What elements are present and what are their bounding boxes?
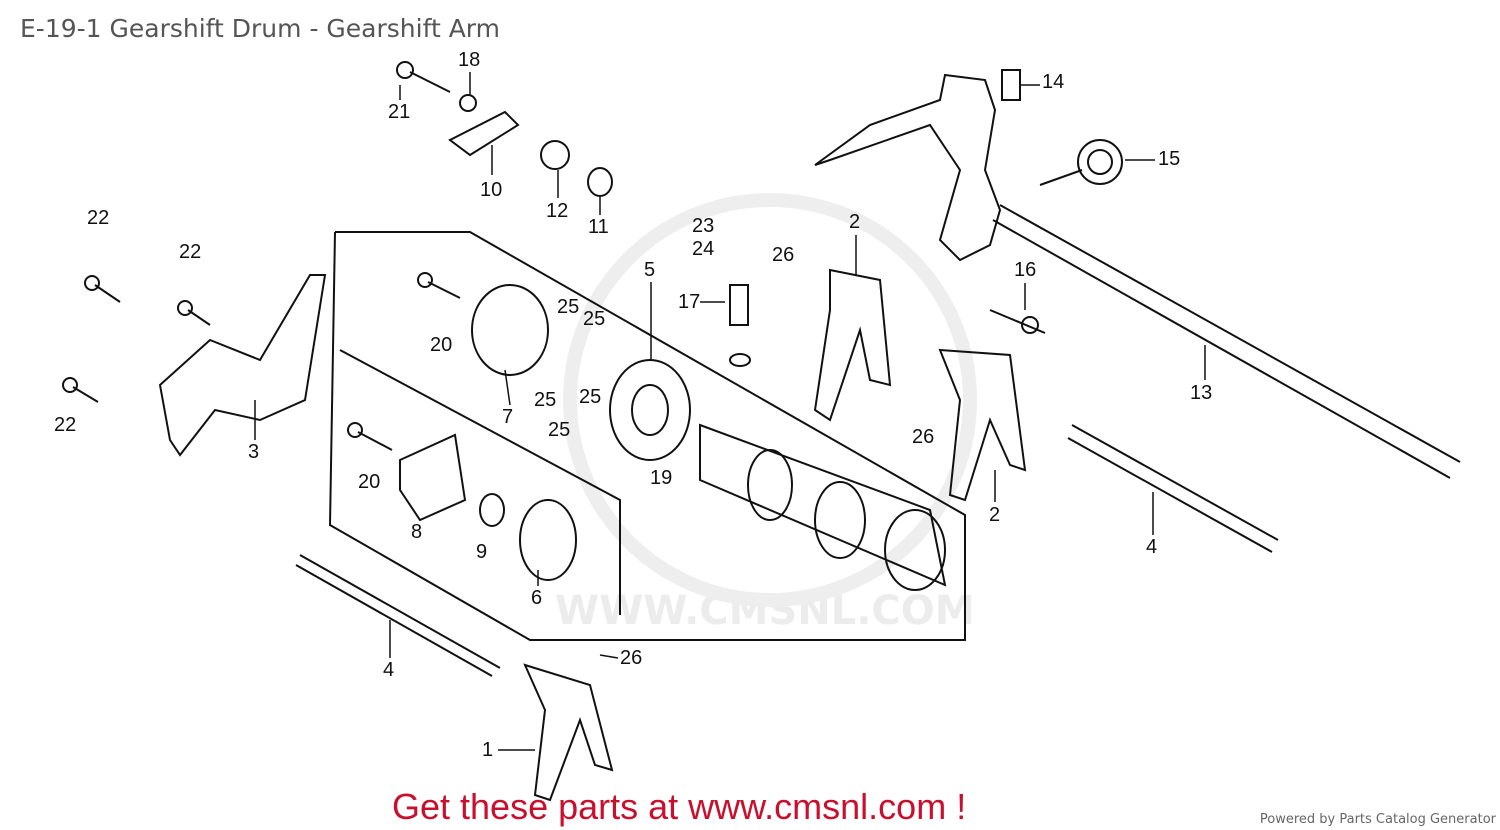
- callout-8: 8: [411, 521, 423, 543]
- callout-26: 26: [912, 426, 935, 448]
- cta-link[interactable]: Get these parts at www.cmsnl.com !: [392, 786, 967, 827]
- callout-25: 25: [534, 389, 557, 411]
- spring-15: [1039, 139, 1123, 186]
- assembly-frame: [328, 231, 966, 641]
- callout-21: 21: [388, 101, 411, 123]
- bolt-20-a: [417, 272, 461, 299]
- callout-18: 18: [458, 49, 481, 71]
- callout-5: 5: [644, 259, 656, 281]
- collar-11: [587, 167, 613, 197]
- bolt-22-a: [84, 275, 121, 303]
- callout-14: 14: [1042, 71, 1065, 93]
- drum-stopper-plate-3: [158, 274, 327, 457]
- washer-18: [459, 94, 477, 112]
- callout-16: 16: [1014, 259, 1037, 281]
- gearshift-arm: [814, 73, 1002, 262]
- callout-6: 6: [531, 587, 543, 609]
- callout-7: 7: [502, 406, 514, 428]
- callout-19: 19: [650, 467, 673, 489]
- shift-fork-2-lower: [938, 348, 1027, 502]
- callout-25: 25: [557, 296, 580, 318]
- shift-fork-1: [523, 663, 614, 802]
- shift-fork-shaft-4-right: [1067, 424, 1279, 553]
- gearshift-spindle-13: [992, 204, 1461, 479]
- callout-23: 23: [692, 215, 715, 237]
- spring-12: [540, 140, 570, 170]
- callout-20: 20: [430, 334, 453, 356]
- callout-10: 10: [480, 179, 503, 201]
- callout-9: 9: [476, 541, 488, 563]
- stopper-arm-10: [448, 110, 520, 157]
- drum-plate-8: [399, 433, 467, 522]
- gearshift-drum: [699, 423, 947, 591]
- shift-fork-2-upper: [813, 268, 892, 422]
- callout-22: 22: [54, 414, 77, 436]
- callout-26: 26: [620, 647, 643, 669]
- bolt-22-c: [62, 377, 99, 403]
- callout-25: 25: [579, 386, 602, 408]
- callout-4: 4: [383, 659, 395, 681]
- bolt-22-b: [177, 300, 211, 326]
- callout-4: 4: [1146, 536, 1158, 558]
- bolt-21: [396, 61, 451, 93]
- switch-17: [729, 284, 751, 367]
- callout-15: 15: [1158, 148, 1181, 170]
- callout-25: 25: [548, 419, 571, 441]
- shift-fork-shaft-4-left: [295, 554, 501, 677]
- bolt-20-b: [347, 422, 393, 451]
- callout-2: 2: [849, 211, 861, 233]
- powered-by: Powered by Parts Catalog Generator: [1259, 812, 1496, 827]
- spring-pin-14: [1001, 69, 1021, 101]
- callout-2: 2: [989, 504, 1001, 526]
- drum-center-7: [471, 284, 549, 376]
- callout-12: 12: [546, 200, 569, 222]
- callout-1: 1: [482, 739, 494, 761]
- callout-17: 17: [678, 291, 701, 313]
- callout-20: 20: [358, 471, 381, 493]
- bearing-19: [609, 359, 691, 461]
- callout-26: 26: [772, 244, 795, 266]
- callout-22: 22: [87, 207, 110, 229]
- callout-24: 24: [692, 238, 715, 260]
- callout-3: 3: [248, 441, 260, 463]
- callout-22: 22: [179, 241, 202, 263]
- callout-11: 11: [588, 216, 609, 238]
- collar-9: [479, 493, 505, 527]
- diagram-title: E-19-1 Gearshift Drum - Gearshift Arm: [20, 14, 500, 43]
- callout-25: 25: [583, 308, 606, 330]
- pin-16: [989, 309, 1046, 334]
- cam-plate-6: [519, 499, 577, 581]
- callout-13: 13: [1190, 382, 1213, 404]
